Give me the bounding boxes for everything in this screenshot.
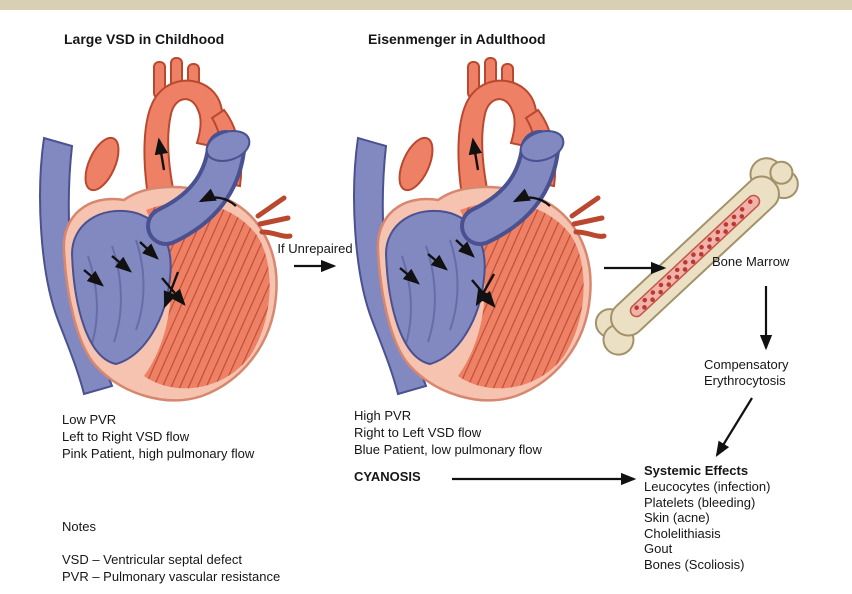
- left-caption-line3: Pink Patient, high pulmonary flow: [62, 446, 255, 461]
- systemic-effects-block: Systemic Effects Leucocytes (infection) …: [644, 462, 770, 572]
- right-caption-line1: High PVR: [354, 408, 412, 423]
- bone-epiphysis: [769, 160, 794, 185]
- systemic-effects-heading: Systemic Effects: [644, 463, 749, 478]
- bone-marrow-label: Bone Marrow: [712, 254, 790, 269]
- marrow-cells: [634, 199, 753, 310]
- erythrocytosis-to-systemic-arrow: [715, 397, 753, 457]
- systemic-item-gout: Gout: [644, 541, 673, 556]
- compensatory-line2: Erythrocytosis: [704, 373, 786, 388]
- left-caption-line1: Low PVR: [62, 412, 117, 427]
- systemic-item-leucocytes: Leucocytes (infection): [644, 479, 771, 494]
- notes-pvr-definition: PVR – Pulmonary vascular resistance: [62, 569, 281, 584]
- notes-definitions: VSD – Ventricular septal defect PVR – Pu…: [62, 551, 280, 585]
- systemic-item-platelets: Platelets (bleeding): [644, 494, 756, 510]
- bone-illustration: [594, 157, 799, 356]
- cyanosis-label: CYANOSIS: [354, 469, 421, 484]
- compensatory-line1: Compensatory: [704, 357, 789, 372]
- systemic-item-bones: Bones (Scoliosis): [644, 556, 745, 572]
- left-caption-line2: Left to Right VSD flow: [62, 429, 190, 444]
- systemic-item-cholelithiasis: Cholelithiasis: [644, 525, 721, 541]
- top-border-strip: [0, 0, 852, 10]
- flow-arrows-right-to-left: [399, 137, 551, 308]
- flow-arrows-left-to-right: [83, 137, 237, 309]
- marrow-cells: [642, 206, 752, 310]
- connector-arrows: [294, 259, 773, 486]
- right-heart-caption: High PVR Right to Left VSD flow Blue Pat…: [354, 407, 542, 458]
- right-caption-line3: Blue Patient, low pulmonary flow: [354, 442, 542, 457]
- title-large-vsd: Large VSD in Childhood: [64, 31, 225, 47]
- right-caption-line2: Right to Left VSD flow: [354, 425, 482, 440]
- left-heart-caption: Low PVR Left to Right VSD flow Pink Pati…: [62, 411, 254, 462]
- notes-vsd-definition: VSD – Ventricular septal defect: [62, 552, 242, 567]
- heart-illustration-childhood: [40, 58, 290, 400]
- compensatory-erythrocytosis-label: Compensatory Erythrocytosis: [704, 357, 789, 389]
- heart-illustration-eisenmenger: [354, 58, 604, 400]
- systemic-item-skin: Skin (acne): [644, 510, 710, 525]
- if-unrepaired-label: If Unrepaired: [277, 241, 353, 256]
- notes-heading: Notes: [62, 519, 96, 534]
- title-eisenmenger: Eisenmenger in Adulthood: [368, 31, 546, 47]
